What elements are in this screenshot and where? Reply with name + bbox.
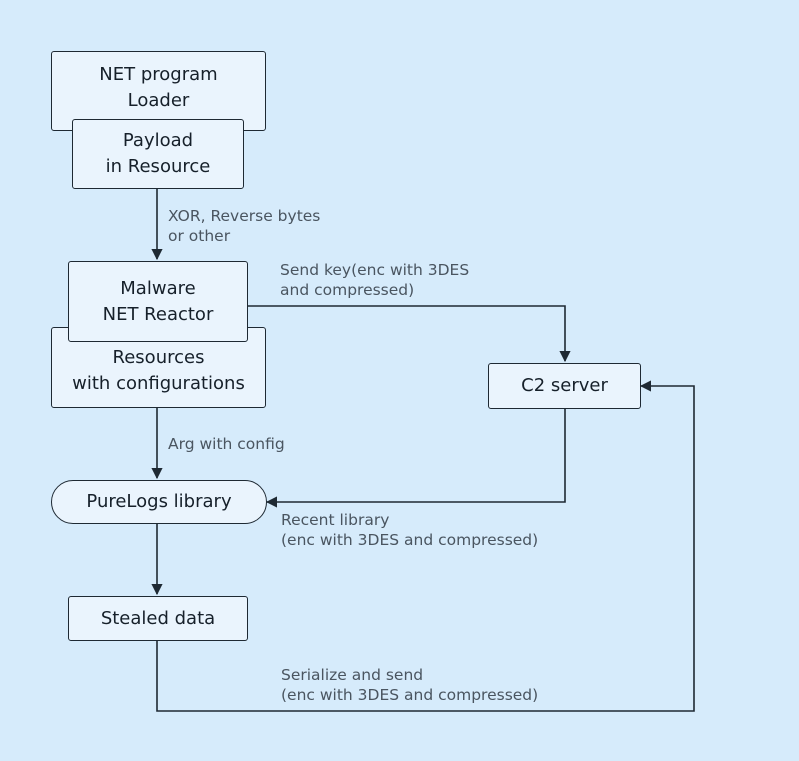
node-purelogs-library-label: PureLogs library xyxy=(86,491,232,512)
node-c2-server: C2 server xyxy=(488,363,641,409)
edge-label-arg-config: Arg with config xyxy=(168,434,285,454)
node-loader-line1: NET program xyxy=(99,64,218,85)
node-loader-line2: Loader xyxy=(127,90,190,111)
edge-label-recent-library-line2: (enc with 3DES and compressed) xyxy=(281,531,539,549)
node-malware: Malware NET Reactor xyxy=(68,261,248,342)
edge-label-xor-line2: or other xyxy=(168,227,231,245)
node-payload: Payload in Resource xyxy=(72,119,244,189)
node-resources-line1: Resources xyxy=(112,347,205,368)
edge-label-xor: XOR, Reverse bytes or other xyxy=(168,206,320,246)
node-payload-line2: in Resource xyxy=(105,156,211,177)
edge-label-send-key-line2: and compressed) xyxy=(280,281,415,299)
node-stealed-data: Stealed data xyxy=(68,596,248,641)
node-stealed-data-label: Stealed data xyxy=(100,607,216,629)
edge-label-xor-line1: XOR, Reverse bytes xyxy=(168,207,321,225)
edge-stealed-to-c2 xyxy=(156,380,695,712)
edge-label-arg-config-line1: Arg with config xyxy=(168,435,285,453)
node-loader: NET program Loader xyxy=(51,51,266,131)
node-malware-line2: NET Reactor xyxy=(102,303,214,325)
edge-label-serialize-send: Serialize and send (enc with 3DES and co… xyxy=(281,665,538,705)
edge-label-recent-library: Recent library (enc with 3DES and compre… xyxy=(281,510,538,550)
node-payload-line1: Payload xyxy=(122,130,194,151)
node-c2-server-label: C2 server xyxy=(521,375,608,396)
node-malware-line1: Malware xyxy=(120,277,196,299)
edge-label-send-key: Send key(enc with 3DES and compressed) xyxy=(280,260,469,300)
edge-label-recent-library-line1: Recent library xyxy=(281,511,390,529)
node-resources-line2: with configurations xyxy=(72,373,245,394)
edge-malware-to-c2 xyxy=(248,305,571,363)
edge-label-send-key-line1: Send key(enc with 3DES xyxy=(280,261,470,279)
edge-label-serialize-send-line1: Serialize and send xyxy=(281,666,424,684)
node-purelogs-library: PureLogs library xyxy=(51,480,267,524)
edge-label-serialize-send-line2: (enc with 3DES and compressed) xyxy=(281,686,539,704)
edge-c2-to-purelogs xyxy=(265,409,566,508)
